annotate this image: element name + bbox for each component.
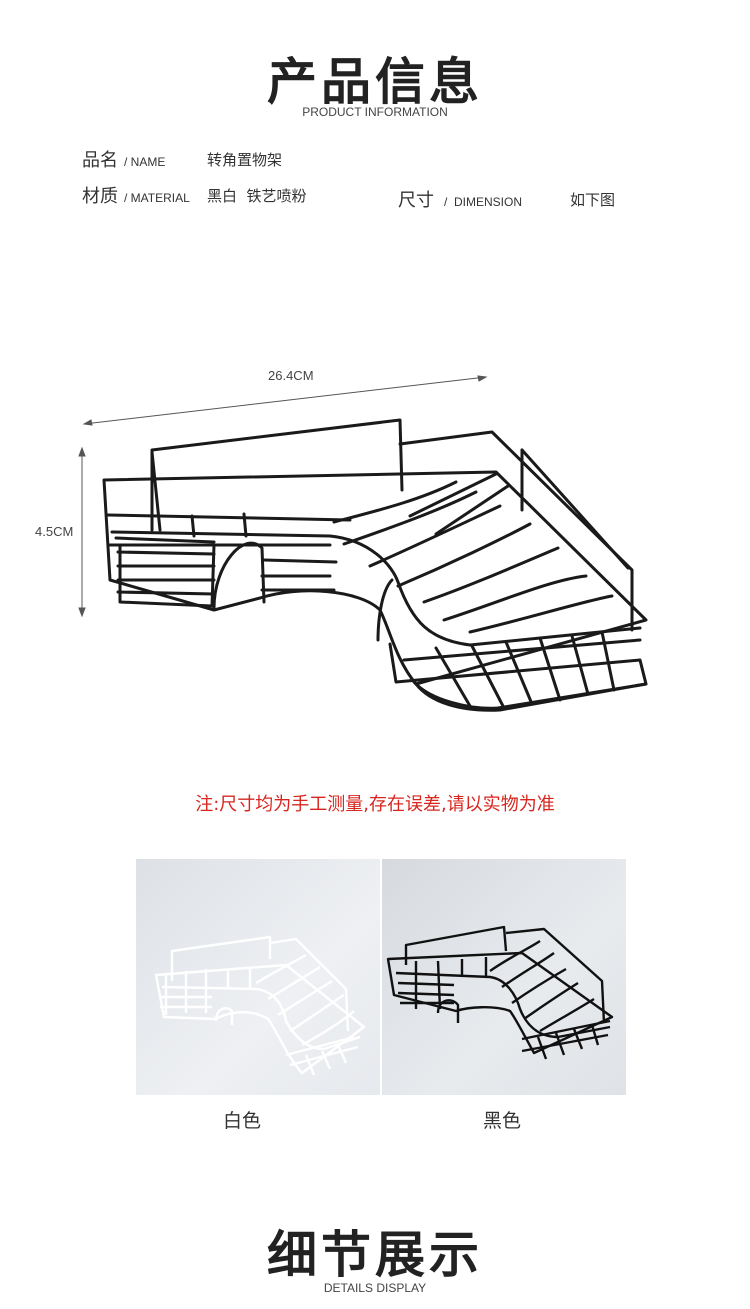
name-value: 转角置物架 — [207, 151, 283, 169]
shelf-wire-frame — [102, 418, 648, 712]
dimension-label-cn: 尺寸 — [398, 190, 434, 211]
black-color-caption: 黑色 — [482, 1110, 521, 1132]
name-label-cn: 品名 — [82, 150, 118, 171]
width-arrow — [82, 375, 488, 426]
section-title-details: 细节展示 — [267, 1226, 483, 1284]
section-subtitle-product-info: PRODUCT INFORMATION — [302, 105, 448, 119]
height-dimension-label: 4.5CM — [35, 524, 74, 539]
info-row-name: 品名 / NAME — [82, 146, 165, 172]
dimension-value: 如下图 — [570, 191, 616, 209]
white-shelf-photo — [136, 859, 380, 1095]
measurement-note: 注:尺寸均为手工测量,存在误差,请以实物为准 — [195, 794, 555, 815]
white-color-caption: 白色 — [222, 1110, 261, 1132]
info-row-material: 材质 / MATERIAL — [82, 182, 190, 208]
black-shelf-image — [386, 925, 614, 1060]
name-label-en: / NAME — [124, 155, 166, 169]
height-arrow — [78, 446, 86, 618]
corner-shelf-diagram — [78, 375, 648, 712]
black-shelf-photo — [382, 859, 626, 1095]
info-row-dimension: 尺寸 / DIMENSION — [398, 186, 522, 212]
section-title-product-info: 产品信息 — [267, 53, 483, 111]
dimension-label-en: / DIMENSION — [444, 195, 523, 209]
material-value: 黑白 铁艺喷粉 — [207, 187, 307, 205]
material-label-en: / MATERIAL — [124, 191, 190, 205]
material-label-cn: 材质 — [82, 186, 118, 207]
white-shelf-image — [154, 935, 366, 1076]
section-subtitle-details: DETAILS DISPLAY — [323, 1281, 427, 1295]
width-dimension-label: 26.4CM — [268, 368, 314, 383]
